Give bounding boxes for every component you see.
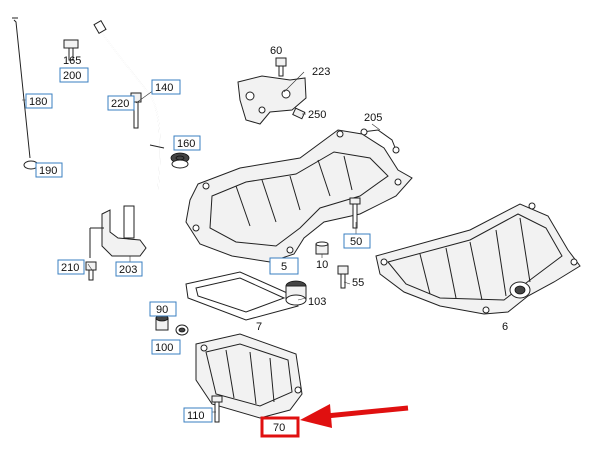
- red-arrow-icon: [300, 404, 409, 428]
- screw-55: [337, 265, 349, 289]
- label-220[interactable]: 220: [107, 95, 135, 111]
- label-160[interactable]: 160: [173, 135, 201, 151]
- oil-pan-6: [375, 202, 581, 315]
- label-60[interactable]: 60: [270, 45, 282, 57]
- label-190-text: 190: [39, 165, 57, 177]
- screw-210: [85, 261, 97, 281]
- label-203-text: 203: [119, 264, 137, 276]
- label-100[interactable]: 100: [151, 339, 181, 355]
- label-103[interactable]: 103: [308, 296, 326, 308]
- label-165[interactable]: 165: [63, 55, 81, 67]
- label-190[interactable]: 190: [35, 162, 63, 178]
- upper-oil-pan: [185, 129, 413, 263]
- label-250[interactable]: 250: [308, 109, 326, 121]
- label-223[interactable]: 223: [312, 66, 330, 78]
- label-180[interactable]: 180: [25, 93, 53, 109]
- label-50-text: 50: [350, 236, 362, 248]
- label-90[interactable]: 90: [149, 301, 177, 317]
- label-70-text: 70: [273, 422, 285, 434]
- screw-165: [63, 39, 79, 61]
- label-140[interactable]: 140: [151, 79, 181, 95]
- label-6[interactable]: 6: [502, 321, 508, 333]
- label-160-text: 160: [177, 138, 195, 150]
- label-70[interactable]: 70: [260, 416, 300, 438]
- filter-103: [285, 280, 307, 306]
- label-10[interactable]: 10: [316, 259, 328, 271]
- label-110-text: 110: [187, 410, 205, 422]
- label-90-text: 90: [156, 304, 168, 316]
- label-5[interactable]: 5: [269, 257, 299, 275]
- label-100-text: 100: [155, 342, 173, 354]
- label-140-text: 140: [155, 82, 173, 94]
- label-200[interactable]: 200: [59, 67, 89, 83]
- label-7[interactable]: 7: [256, 321, 262, 333]
- label-210-text: 210: [61, 262, 79, 274]
- label-50[interactable]: 50: [343, 233, 371, 249]
- label-110[interactable]: 110: [183, 407, 213, 423]
- bracket-203: [89, 205, 147, 258]
- bracket-205: [360, 128, 400, 154]
- seal-160: [170, 152, 190, 169]
- bolt-110: [211, 395, 223, 423]
- label-203[interactable]: 203: [115, 261, 143, 277]
- bolt-50: [349, 197, 361, 229]
- clip-250: [292, 107, 306, 120]
- gasket-7: [185, 271, 299, 321]
- label-210[interactable]: 210: [57, 259, 85, 275]
- plug-10: [315, 241, 329, 255]
- label-200-text: 200: [63, 70, 81, 82]
- bracket-223: [237, 57, 307, 125]
- label-220-text: 220: [111, 98, 129, 110]
- plug-90: [155, 314, 189, 336]
- guide-tube: [93, 19, 165, 191]
- lower-oil-pan: [195, 333, 303, 419]
- label-180-text: 180: [29, 96, 47, 108]
- highlight-box: [260, 416, 300, 438]
- label-205[interactable]: 205: [364, 112, 382, 124]
- label-55[interactable]: 55: [352, 277, 364, 289]
- label-5-text: 5: [281, 261, 287, 273]
